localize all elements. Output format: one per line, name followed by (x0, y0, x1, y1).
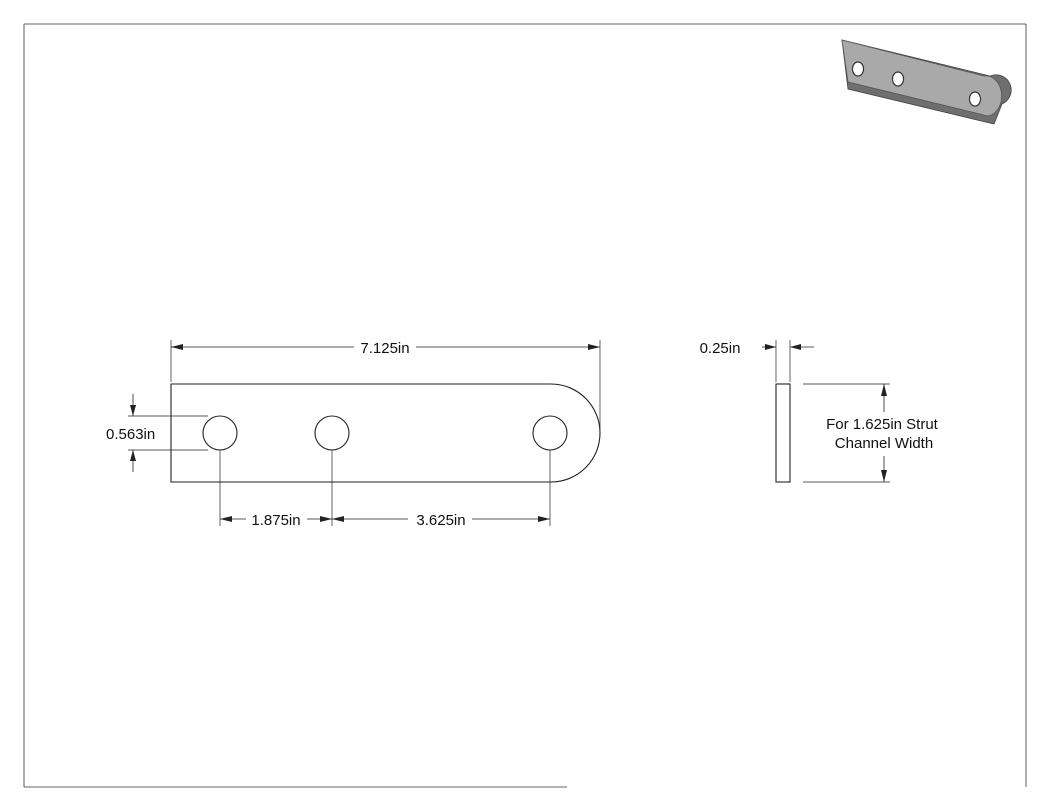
dim-overall-length-label: 7.125in (360, 340, 409, 357)
dim-thickness-label: 0.25in (700, 340, 741, 357)
isometric-view (841, 39, 1012, 125)
hole-3 (532, 415, 568, 451)
dim-hole-diameter-label: 0.563in (106, 426, 155, 443)
note-line-2: Channel Width (835, 435, 933, 452)
dim-hole-spacing (219, 450, 551, 526)
side-view (775, 383, 791, 483)
dim-hole-spacing-1-label: 1.875in (251, 512, 300, 529)
dim-overall-length (170, 340, 601, 430)
front-view (170, 383, 601, 483)
dim-thickness (762, 340, 814, 382)
dim-hole-diameter (128, 394, 208, 472)
note-line-1: For 1.625in Strut (826, 416, 939, 433)
dim-hole-spacing-2-label: 3.625in (416, 512, 465, 529)
hole-1 (202, 415, 238, 451)
sheet-border (23, 23, 1027, 788)
hole-2 (314, 415, 350, 451)
dim-channel-width (803, 383, 890, 483)
